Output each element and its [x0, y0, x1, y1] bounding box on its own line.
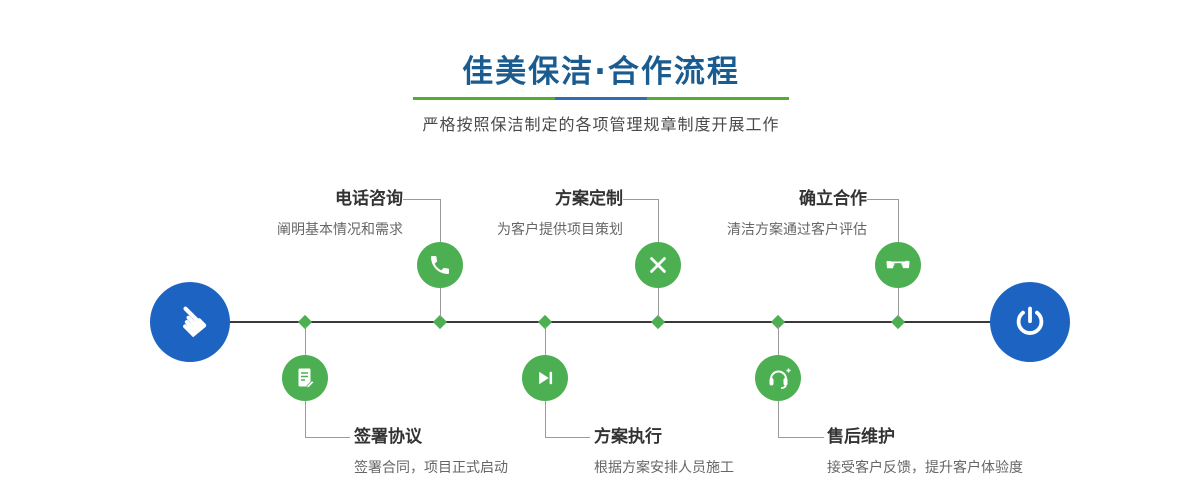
step-desc: 根据方案安排人员施工 — [594, 460, 734, 476]
connector-line — [898, 199, 899, 242]
step-label-phone: 电话咨询 阐明基本情况和需求 — [277, 188, 403, 239]
connector-line — [403, 199, 440, 200]
connector-line — [440, 288, 441, 317]
step-label-execution: 方案执行 根据方案安排人员施工 — [594, 426, 734, 477]
pointing-hand-icon: ☚ — [161, 293, 219, 351]
step-node-execution — [522, 355, 568, 401]
connector-line — [778, 401, 779, 437]
connector-line — [623, 199, 658, 200]
step-desc: 为客户提供项目策划 — [497, 222, 623, 238]
page-title: 佳美保洁·合作流程 — [462, 54, 740, 90]
step-label-cooperation: 确立合作 清洁方案通过客户评估 — [727, 188, 867, 239]
step-desc: 清洁方案通过客户评估 — [727, 222, 867, 238]
step-title: 签署协议 — [354, 427, 422, 447]
connector-line — [658, 199, 659, 242]
headset-icon — [769, 368, 791, 389]
step-title: 售后维护 — [827, 427, 895, 447]
connector-line — [545, 437, 590, 438]
connector-line — [778, 437, 824, 438]
step-node-cooperation: ☛☚ — [875, 242, 921, 288]
step-title: 方案定制 — [555, 189, 623, 209]
end-node — [990, 282, 1070, 362]
phone-icon — [431, 256, 449, 274]
connector-line — [305, 401, 306, 437]
step-node-service — [755, 355, 801, 401]
connector-line — [440, 199, 441, 242]
step-node-phone — [417, 242, 463, 288]
connector-line — [898, 288, 899, 317]
step-desc: 阐明基本情况和需求 — [277, 222, 403, 238]
timeline-line — [190, 321, 1030, 323]
connector-line — [658, 288, 659, 317]
step-label-contract: 签署协议 签署合同，项目正式启动 — [354, 426, 508, 477]
step-desc: 签署合同，项目正式启动 — [354, 460, 508, 476]
connector-line — [545, 326, 546, 355]
step-node-contract — [282, 355, 328, 401]
connector-line — [545, 401, 546, 437]
connector-line — [305, 326, 306, 355]
step-node-design — [635, 242, 681, 288]
timeline-diamond — [650, 314, 666, 330]
timeline-diamond — [890, 314, 906, 330]
step-label-service: 售后维护 接受客户反馈，提升客户体验度 — [827, 426, 1023, 477]
timeline-diamond — [432, 314, 448, 330]
connector-line — [867, 199, 898, 200]
design-tools-icon — [650, 257, 666, 273]
start-node: ☚ — [150, 282, 230, 362]
step-label-design: 方案定制 为客户提供项目策划 — [497, 188, 623, 239]
connector-line — [305, 437, 350, 438]
page-subtitle: 严格按照保洁制定的各项管理规章制度开展工作 — [422, 115, 780, 134]
handshake-icon: ☛☚ — [885, 255, 911, 274]
contract-icon — [298, 368, 315, 389]
connector-line — [778, 326, 779, 355]
play-icon — [539, 371, 553, 385]
step-title: 方案执行 — [594, 427, 662, 447]
title-divider — [413, 97, 789, 100]
step-title: 电话咨询 — [335, 189, 403, 209]
step-title: 确立合作 — [799, 189, 867, 209]
power-icon — [1016, 306, 1044, 335]
title-divider-accent — [555, 97, 647, 100]
step-desc: 接受客户反馈，提升客户体验度 — [827, 460, 1023, 476]
